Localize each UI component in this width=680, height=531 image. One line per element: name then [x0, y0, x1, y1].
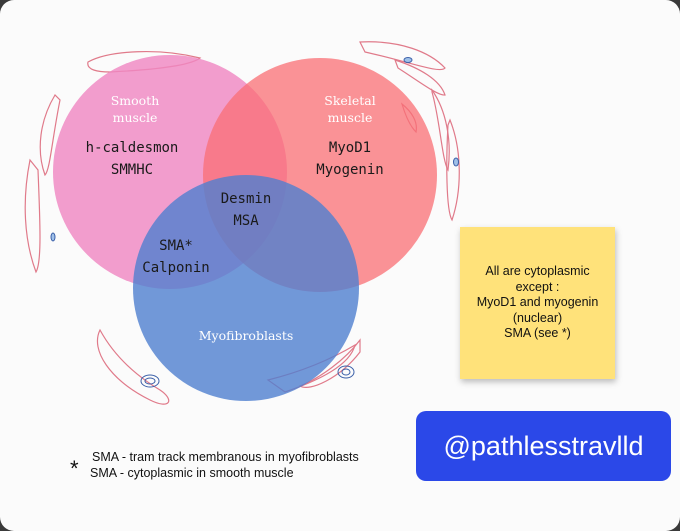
smooth-marker-caldesmon: h-caldesmon: [86, 140, 179, 156]
skeletal-label-line2: muscle: [328, 110, 373, 125]
sticky-note: All are cytoplasmic except : MyoD1 and m…: [460, 227, 615, 379]
skeletal-label-line1: Skeletal: [324, 93, 375, 108]
note-line-5: SMA (see *): [504, 326, 571, 341]
note-line-1: All are cytoplasmic: [485, 264, 590, 279]
smooth-label-line2: muscle: [113, 110, 158, 125]
smooth-label-line1: Smooth: [111, 93, 160, 108]
skeletal-marker-myod1: MyoD1: [329, 140, 371, 156]
footnote-line-1: SMA - tram track membranous in myofibrob…: [92, 450, 359, 464]
note-line-2: except :: [515, 279, 560, 294]
footnote-line-2: SMA - cytoplasmic in smooth muscle: [90, 466, 294, 480]
note-line-3: MyoD1 and myogenin: [476, 295, 599, 310]
center-marker-msa: MSA: [233, 213, 259, 229]
author-handle-text: @pathlesstravlld: [443, 430, 644, 461]
note-line-4: (nuclear): [512, 310, 563, 325]
circle-myofibroblasts: [133, 175, 359, 401]
nucleus-sketches: [50, 57, 459, 388]
skeletal-marker-myogenin: Myogenin: [316, 162, 383, 178]
smooth-marker-smmhc: SMMHC: [111, 162, 153, 178]
myofibroblasts-label: Myofibroblasts: [199, 328, 294, 343]
center-marker-desmin: Desmin: [221, 191, 272, 207]
overlap-marker-calponin: Calponin: [142, 260, 209, 276]
footnote: * SMA - tram track membranous in myofibr…: [70, 448, 410, 488]
footnote-asterisk: *: [70, 456, 79, 481]
author-handle-badge: @pathlesstravlld: [416, 411, 671, 481]
overlap-marker-sma: SMA*: [159, 238, 193, 254]
